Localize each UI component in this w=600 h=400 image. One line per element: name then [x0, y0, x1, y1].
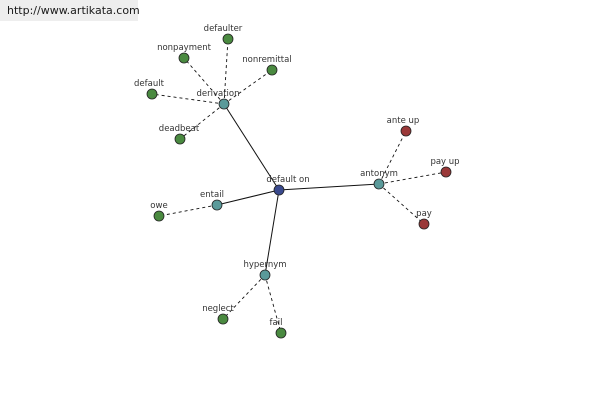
edge-center-derivation: [223, 103, 280, 191]
node-term-nonpayment-label: nonpayment: [157, 43, 212, 53]
node-term-ante-up[interactable]: [400, 125, 412, 137]
node-term-neglect-label: neglect: [202, 304, 234, 314]
edge-hypernym-neglect: [222, 274, 266, 320]
node-term-default-label: default: [134, 79, 165, 89]
node-relation-antonym-label: antonym: [360, 169, 398, 179]
node-term-nonremittal-label: nonremittal: [242, 55, 291, 65]
edge-antonym-pay-up: [378, 171, 447, 185]
node-center-default-on[interactable]: [273, 184, 285, 196]
graph-nodes: [146, 33, 452, 339]
node-term-owe-label: owe: [150, 201, 167, 211]
node-relation-entail-label: entail: [200, 190, 224, 200]
node-relation-hypernym[interactable]: [259, 269, 271, 281]
edge-derivation-nonpayment: [183, 57, 225, 105]
node-relation-hypernym-label: hypernym: [243, 260, 286, 270]
node-term-owe[interactable]: [153, 210, 165, 222]
edge-antonym-pay: [378, 183, 425, 225]
edge-hypernym-fail: [264, 274, 282, 334]
node-term-fail[interactable]: [275, 327, 287, 339]
node-relation-derivation-label: derivation: [196, 89, 239, 99]
node-term-fail-label: fail: [270, 318, 283, 328]
edge-derivation-default: [151, 93, 225, 105]
node-relation-derivation[interactable]: [218, 98, 230, 110]
node-center-default-on-label: default on: [266, 175, 309, 185]
edge-center-antonym: [278, 183, 380, 191]
node-term-defaulter[interactable]: [222, 33, 234, 45]
url-link[interactable]: http://www.artikata.com: [7, 4, 140, 17]
node-term-default[interactable]: [146, 88, 158, 100]
node-term-deadbeat-label: deadbeat: [159, 124, 200, 134]
edge-center-entail: [216, 189, 280, 206]
graph-labels: default on derivation defaulter nonpayment n…: [134, 24, 460, 328]
node-term-nonpayment[interactable]: [178, 52, 190, 64]
edge-center-hypernym: [264, 189, 280, 276]
node-relation-antonym[interactable]: [373, 178, 385, 190]
node-term-pay[interactable]: [418, 218, 430, 230]
edge-entail-owe: [158, 204, 218, 217]
node-term-neglect[interactable]: [217, 313, 229, 325]
node-term-deadbeat[interactable]: [174, 133, 186, 145]
url-banner: http://www.artikata.com: [0, 0, 140, 21]
node-term-pay-up[interactable]: [440, 166, 452, 178]
edge-antonym-ante-up: [378, 130, 407, 185]
node-term-pay-label: pay: [416, 209, 432, 219]
node-relation-entail[interactable]: [211, 199, 223, 211]
node-term-nonremittal[interactable]: [266, 64, 278, 76]
node-term-defaulter-label: defaulter: [204, 24, 243, 34]
node-term-ante-up-label: ante up: [387, 116, 420, 126]
graph-edges: [151, 38, 447, 334]
edge-derivation-defaulter: [223, 38, 229, 105]
edge-derivation-nonremittal: [223, 69, 273, 105]
node-term-pay-up-label: pay up: [430, 157, 459, 167]
